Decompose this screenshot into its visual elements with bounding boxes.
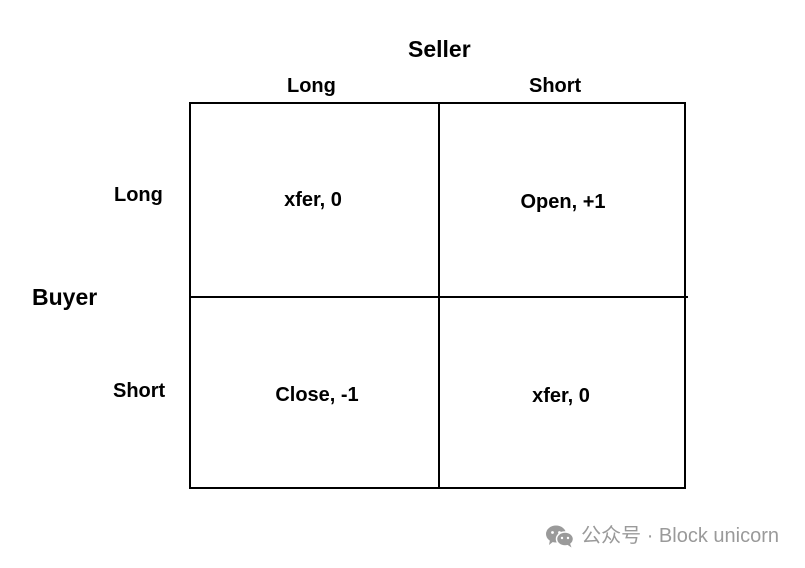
- cell-long-long: xfer, 0: [284, 189, 342, 211]
- watermark: 公众号 · Block unicorn: [545, 524, 779, 548]
- column-label-short: Short: [529, 75, 582, 97]
- cell-long-short: Open, +1: [520, 191, 606, 213]
- cell-short-long: Close, -1: [275, 384, 359, 406]
- column-label-long: Long: [287, 75, 336, 97]
- cell-short-short: xfer, 0: [532, 385, 590, 407]
- grid-horizontal-divider: [191, 296, 688, 298]
- outcome-grid: xfer, 0 Open, +1 Close, -1 xfer, 0: [189, 102, 688, 489]
- seller-title: Seller: [408, 36, 471, 62]
- watermark-text: 公众号 · Block unicorn: [581, 525, 779, 547]
- row-label-long: Long: [114, 184, 163, 206]
- buyer-title: Buyer: [32, 284, 98, 310]
- row-label-short: Short: [113, 380, 166, 402]
- grid-vertical-divider: [438, 104, 440, 487]
- wechat-icon: [545, 524, 575, 548]
